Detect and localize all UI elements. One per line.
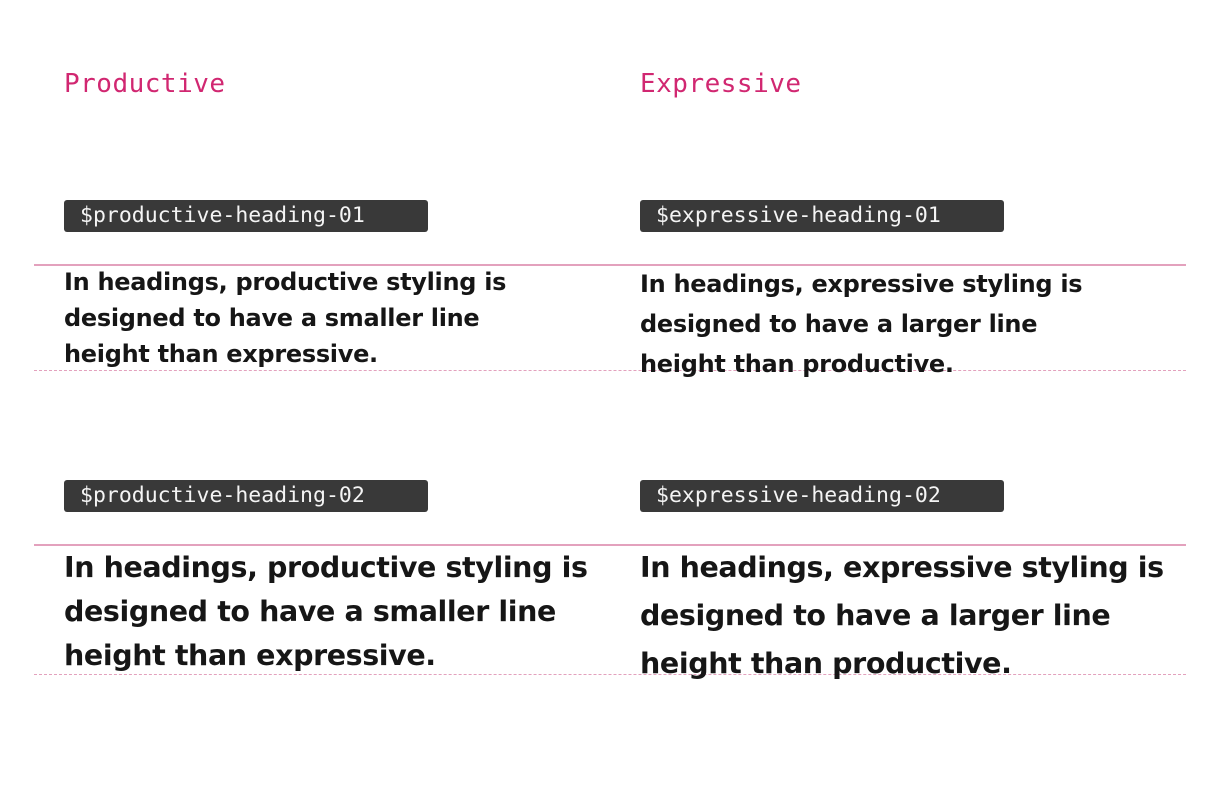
sample-line: In headings, productive styling is [64,268,507,296]
productive-heading-02-sample: In headings, productive styling is desig… [64,546,588,678]
productive-heading-01-sample: In headings, productive styling is desig… [64,264,506,372]
row-1-baseline-guide-line [34,370,1186,371]
row-1-top-guide-line [34,264,1186,266]
sample-line: height than productive. [640,647,1012,680]
sample-line: height than expressive. [64,639,436,672]
sample-line: In headings, expressive styling is [640,551,1164,584]
expressive-column-title: Expressive [640,69,802,99]
expressive-heading-01-sample: In headings, expressive styling is desig… [640,264,1083,384]
expressive-heading-01-token: $expressive-heading-01 [640,200,1004,232]
sample-line: height than productive. [640,350,954,378]
expressive-heading-02-sample: In headings, expressive styling is desig… [640,544,1164,688]
row-2-baseline-guide-line [34,674,1186,675]
row-2-top-guide-line [34,544,1186,546]
sample-line: In headings, expressive styling is [640,270,1083,298]
sample-line: designed to have a smaller line [64,595,556,628]
sample-line: height than expressive. [64,340,378,368]
productive-column-title: Productive [64,69,226,99]
sample-line: In headings, productive styling is [64,551,588,584]
expressive-heading-02-token: $expressive-heading-02 [640,480,1004,512]
productive-heading-02-token: $productive-heading-02 [64,480,428,512]
productive-heading-01-token: $productive-heading-01 [64,200,428,232]
sample-line: designed to have a larger line [640,599,1111,632]
sample-line: designed to have a smaller line [64,304,480,332]
sample-line: designed to have a larger line [640,310,1038,338]
